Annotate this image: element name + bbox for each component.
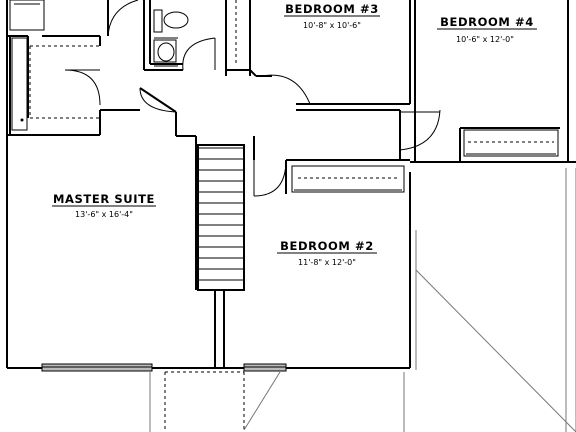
bedroom3-label: BEDROOM #3 10'-8" x 10'-6" bbox=[284, 2, 380, 30]
bedroom3-walls bbox=[256, 0, 441, 160]
bedroom4-dims: 10'-6" x 12'-0" bbox=[456, 35, 514, 44]
windows bbox=[41, 363, 287, 372]
roof-lines bbox=[149, 168, 576, 432]
bedroom2-name: BEDROOM #2 bbox=[280, 239, 374, 253]
master-suite-dims: 13'-6" x 16'-4" bbox=[75, 210, 133, 219]
bedroom2-dims: 11'-8" x 12'-0" bbox=[298, 258, 356, 267]
master-suite-name: MASTER SUITE bbox=[53, 192, 155, 206]
bedroom4-name: BEDROOM #4 bbox=[440, 15, 534, 29]
bedroom3-dims: 10'-8" x 10'-6" bbox=[303, 21, 361, 30]
bedroom4-walls bbox=[414, 0, 560, 162]
bedroom4-label: BEDROOM #4 10'-6" x 12'-0" bbox=[437, 15, 537, 44]
staircase bbox=[197, 144, 245, 368]
master-suite-label: MASTER SUITE 13'-6" x 16'-4" bbox=[52, 192, 156, 219]
bedroom2-walls bbox=[253, 136, 410, 197]
bath-hall-walls bbox=[100, 0, 257, 290]
bedroom3-name: BEDROOM #3 bbox=[285, 2, 379, 16]
master-suite-walls bbox=[7, 0, 139, 136]
bedroom2-label: BEDROOM #2 11'-8" x 12'-0" bbox=[277, 239, 377, 267]
